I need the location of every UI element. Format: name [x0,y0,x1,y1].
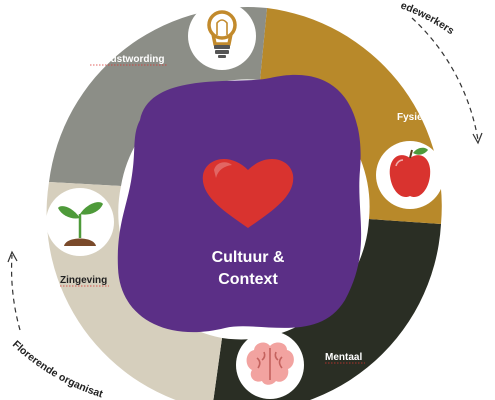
arc-text-bottom-left: Florerende organisat [10,338,105,400]
apple-icon [389,147,431,198]
lightbulb-icon [207,10,237,58]
apple-badge [376,141,444,209]
label-zingeving: Zingeving [60,275,107,286]
label-mentaal: Mentaal [325,352,362,363]
center-text-line2: Context [218,271,278,288]
brain-badge [236,331,304,399]
sprout-icon [58,202,103,246]
heart-icon [202,159,294,228]
cycle-arrow-left [10,254,21,331]
center-text-line1: Cultuur & [212,249,285,266]
label-fysiek: Fysiek [397,112,429,123]
brain-icon [246,342,294,385]
cycle-arrow-right-head [472,132,483,145]
sprout-badge [46,188,114,256]
cycle-arrow-left-head [7,250,18,263]
lightbulb-badge [188,2,256,70]
label-bewustwording: Bewustwording [90,54,164,65]
arc-text-top-right: edewerkers [399,0,456,37]
heart-highlight [214,162,232,178]
